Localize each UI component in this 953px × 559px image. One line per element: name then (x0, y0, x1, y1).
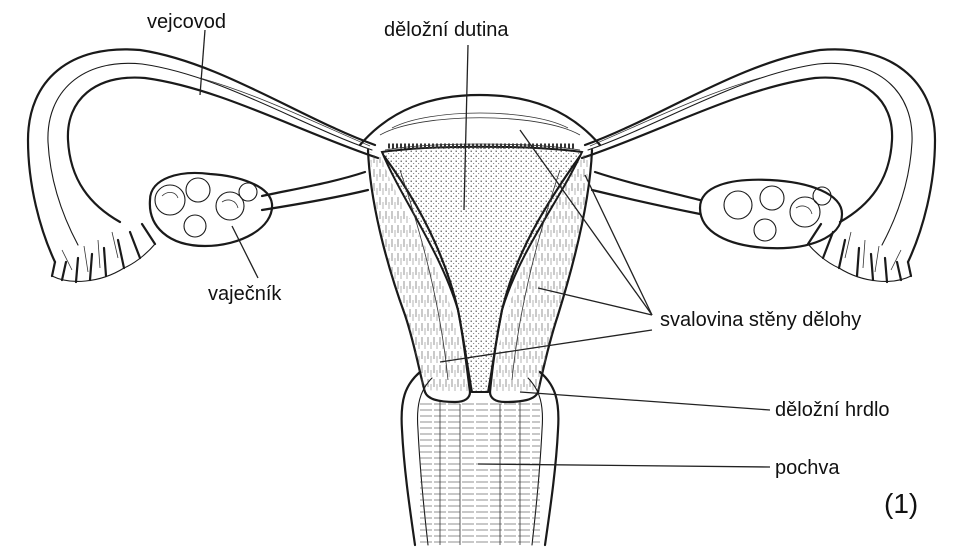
right-ovary (592, 172, 842, 248)
label-oviduct: vejcovod (147, 11, 226, 33)
label-ovary: vaječník (208, 283, 282, 305)
label-uterine-wall-muscle: svalovina stěny dělohy (660, 309, 861, 331)
left-fallopian-tube (28, 49, 378, 282)
vagina (402, 372, 559, 545)
label-cervix: děložní hrdlo (775, 399, 890, 421)
figure-number: (1) (884, 488, 918, 519)
label-uterine-cavity: děložní dutina (384, 19, 509, 41)
left-ovary (150, 172, 368, 246)
leader-oviduct (200, 30, 205, 95)
label-vagina: pochva (775, 457, 840, 479)
